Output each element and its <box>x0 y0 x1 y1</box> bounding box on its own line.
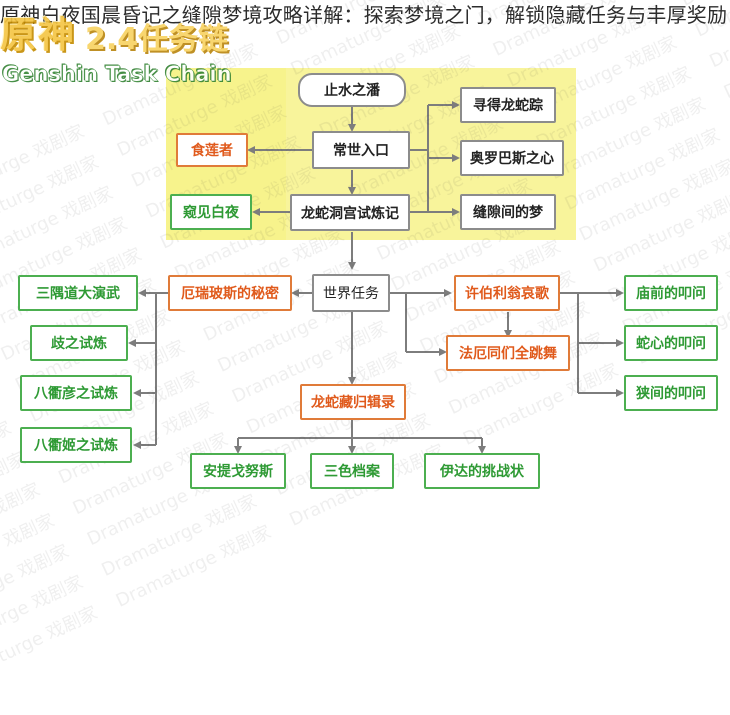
node-yida: 伊达的挑战状 <box>424 453 540 489</box>
node-longshecang: 龙蛇藏归辑录 <box>300 384 406 420</box>
node-xiajian: 狭间的叩问 <box>624 375 718 411</box>
page-title: 原神白夜国晨昏记之缝隙梦境攻略详解：探索梦境之门，解锁隐藏任务与丰厚奖励 <box>0 3 728 27</box>
node-xundelongshe: 寻得龙蛇踪 <box>460 87 556 123</box>
node-longshedong: 龙蛇洞宫试炼记 <box>290 194 410 231</box>
node-anti: 安提戈努斯 <box>190 453 286 489</box>
node-sanyudao: 三隅道大演武 <box>18 275 138 311</box>
node-fengxijianmeng: 缝隙间的梦 <box>460 194 556 230</box>
node-shilianzhe: 食莲者 <box>176 133 248 167</box>
node-bayiji: 八衢姬之试炼 <box>20 427 132 463</box>
node-faequmen: 法厄同们全跳舞 <box>446 335 570 371</box>
node-changshi: 常世入口 <box>312 131 410 169</box>
node-kuijianbaiye: 窥见白夜 <box>170 194 252 230</box>
node-sanse: 三色档案 <box>310 453 394 489</box>
node-eruibosi: 厄瑞玻斯的秘密 <box>168 275 292 311</box>
node-shexin: 蛇心的叩问 <box>624 325 718 361</box>
node-qizhishilian: 歧之试炼 <box>30 325 128 361</box>
node-xubolie: 许伯利翁哀歌 <box>454 275 560 311</box>
node-shijierenwu: 世界任务 <box>312 274 390 312</box>
node-bayiyan: 八衢彦之试炼 <box>20 375 132 411</box>
node-start: 止水之潘 <box>298 73 406 107</box>
node-miaoqian: 庙前的叩问 <box>624 275 718 311</box>
node-aoluobasi: 奥罗巴斯之心 <box>460 140 564 176</box>
